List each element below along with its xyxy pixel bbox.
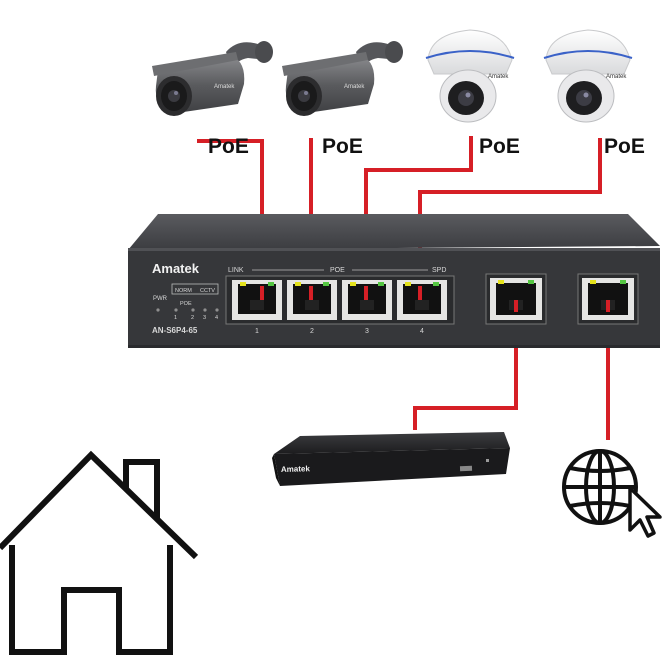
svg-text:Amatek: Amatek — [344, 84, 365, 90]
poe-label-1: PoE — [208, 135, 249, 158]
port-number-3: 3 — [365, 328, 369, 335]
house-icon — [0, 450, 199, 655]
bullet-camera-icon: Amatek — [282, 41, 403, 116]
globe-icon — [562, 449, 638, 525]
led-number-2: 2 — [191, 315, 194, 321]
switch-brand: Amatek — [152, 261, 200, 276]
cable-nvr — [413, 300, 518, 430]
svg-text:Amatek: Amatek — [214, 84, 235, 90]
link-label: LINK — [228, 267, 244, 274]
led-number-1: 1 — [174, 315, 177, 321]
poe-label-4: PoE — [604, 135, 645, 158]
port-number-4: 4 — [420, 328, 424, 335]
dome-camera-icon: Amatek — [425, 29, 515, 123]
poe-label-3: PoE — [479, 135, 520, 158]
cursor-icon — [628, 486, 662, 538]
mode-cctv-label: CCTV — [200, 288, 215, 294]
pwr-label: PWR — [153, 296, 168, 302]
poe-label-2: PoE — [322, 135, 363, 158]
port-number-1: 1 — [255, 328, 259, 335]
svg-text:Amatek: Amatek — [488, 74, 509, 80]
led-number-4: 4 — [215, 315, 218, 321]
port-number-2: 2 — [310, 328, 314, 335]
nvr-brand: Amatek — [281, 464, 311, 474]
poe-labels: PoE PoE PoE PoE — [208, 135, 645, 158]
cable-plugs — [260, 286, 610, 312]
poe-header-label: POE — [330, 267, 345, 274]
dome-camera-icon: Amatek — [543, 29, 633, 123]
poe-port-1[interactable] — [232, 280, 282, 320]
status-leds — [156, 308, 219, 312]
uplink-port-internet[interactable] — [577, 273, 639, 325]
poe-switch: Amatek AN-S6P4-65 NORM CCTV PWR POE 1 2 … — [128, 214, 660, 348]
spd-label: SPD — [432, 267, 446, 274]
led-number-3: 3 — [203, 315, 206, 321]
mode-norm-label: NORM — [175, 288, 192, 294]
switch-model: AN-S6P4-65 — [152, 326, 198, 335]
nvr-recorder: Amatek — [272, 432, 510, 486]
poe-small-label: POE — [180, 301, 192, 307]
uplink-port-nvr[interactable] — [485, 273, 547, 325]
bullet-camera-icon: Amatek — [152, 41, 273, 116]
svg-text:Amatek: Amatek — [606, 74, 627, 80]
